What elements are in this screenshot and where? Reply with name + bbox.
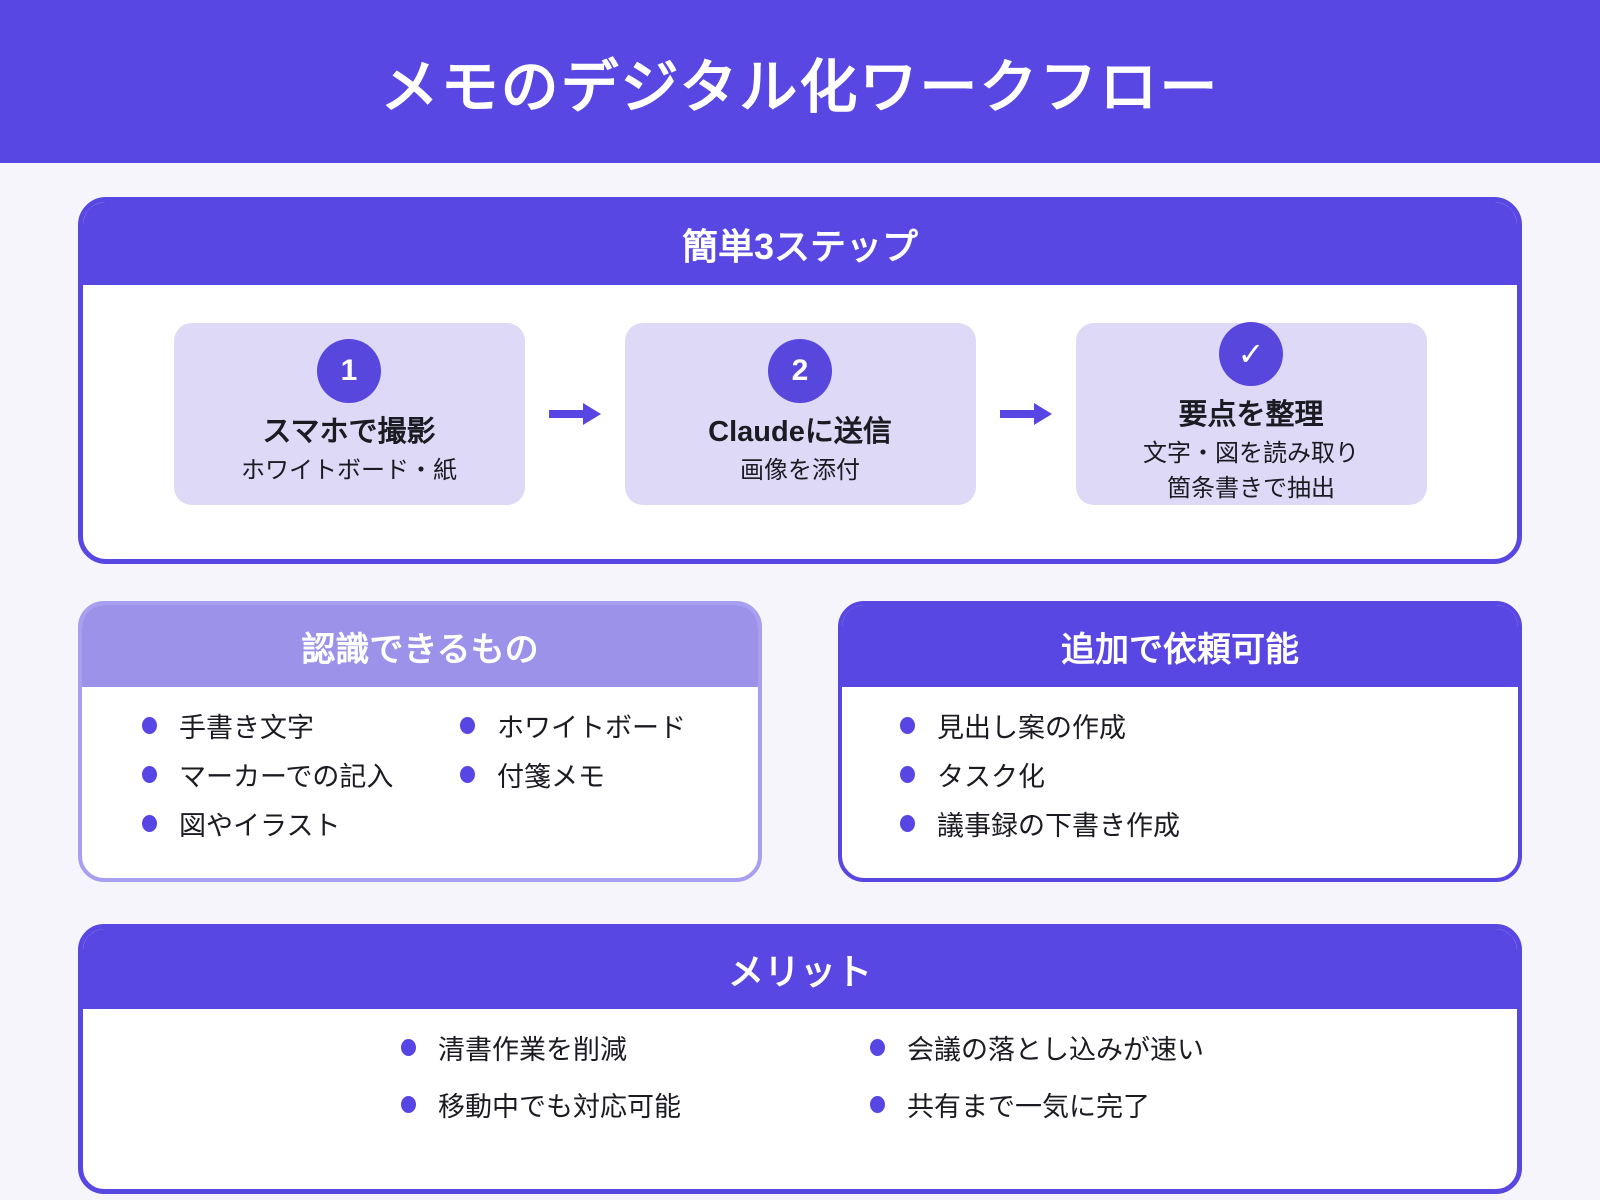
step-box-3: ✓ 要点を整理 文字・図を読み取り 箇条書きで抽出: [1075, 321, 1427, 505]
step-3-subtitle-line1: 文字・図を読み取り: [1143, 439, 1359, 467]
arrow-icon: [525, 399, 625, 429]
bullet-icon: [900, 766, 915, 783]
list-item: 共有まで一気に完了: [870, 1080, 1517, 1129]
check-icon: ✓: [1219, 321, 1283, 386]
benefits-card-body: 清書作業を削減 移動中でも対応可能 会議の落とし込みが速い 共有まで一気に完了: [83, 1009, 1517, 1189]
bullet-icon: [142, 766, 157, 783]
recognize-card-body: 手書き文字 マーカーでの記入 図やイラスト ホワイトボード: [82, 687, 758, 878]
list-item: 移動中でも対応可能: [401, 1080, 800, 1129]
list-item-label: 清書作業を削減: [438, 1035, 627, 1065]
step-1-title: スマホで撮影: [262, 415, 436, 448]
list-item: 清書作業を削減: [401, 1023, 800, 1072]
bullet-icon: [460, 766, 475, 783]
recognize-col-1: 手書き文字 マーカーでの記入 図やイラスト: [142, 701, 460, 848]
list-item: ホワイトボード: [460, 701, 718, 750]
list-item-label: 議事録の下書き作成: [937, 811, 1180, 841]
steps-card-title: 簡単3ステップ: [681, 225, 919, 267]
list-item-label: マーカーでの記入: [179, 762, 394, 792]
extras-card-title: 追加で依頼可能: [1061, 630, 1299, 669]
list-item-label: 見出し案の作成: [937, 713, 1126, 743]
list-item-label: タスク化: [937, 762, 1045, 792]
step-2-number-badge: 2: [768, 338, 832, 403]
list-item: 手書き文字: [142, 701, 460, 750]
benefits-card-title: メリット: [727, 951, 872, 992]
benefits-col-2: 会議の落とし込みが速い 共有まで一気に完了: [800, 1023, 1517, 1137]
list-item-label: 共有まで一気に完了: [907, 1092, 1150, 1122]
extras-card: 追加で依頼可能 見出し案の作成 タスク化 議事録の下書き作成: [838, 601, 1522, 882]
list-item: 図やイラスト: [142, 799, 460, 848]
extras-card-body: 見出し案の作成 タスク化 議事録の下書き作成: [842, 687, 1518, 878]
step-1-number-badge: 1: [317, 338, 381, 403]
content-area: 簡単3ステップ 1 スマホで撮影 ホワイトボード・紙 2 Claudeに送信 画…: [78, 197, 1522, 1194]
bullet-icon: [870, 1039, 885, 1056]
extras-card-header: 追加で依頼可能: [842, 605, 1518, 687]
list-item: 議事録の下書き作成: [900, 799, 1478, 848]
bullet-icon: [142, 815, 157, 832]
bullet-icon: [142, 717, 157, 734]
recognize-card: 認識できるもの 手書き文字 マーカーでの記入 図やイラスト: [78, 601, 762, 882]
step-1-subtitle: ホワイトボード・紙: [241, 457, 457, 485]
bullet-icon: [870, 1096, 885, 1113]
list-item: タスク化: [900, 750, 1478, 799]
list-item-label: 図やイラスト: [179, 811, 341, 841]
list-item-label: 付箋メモ: [497, 762, 605, 792]
recognize-col-2: ホワイトボード 付箋メモ: [460, 701, 718, 848]
step-2-title: Claudeに送信: [708, 415, 892, 448]
bullet-icon: [900, 717, 915, 734]
arrow-icon: [976, 399, 1076, 429]
bullet-icon: [401, 1039, 416, 1056]
step-box-2: 2 Claudeに送信 画像を添付: [624, 323, 976, 505]
benefits-card-header: メリット: [83, 929, 1517, 1009]
step-2-subtitle: 画像を添付: [740, 457, 860, 485]
step-box-1: 1 スマホで撮影 ホワイトボード・紙: [173, 323, 525, 505]
steps-body: 1 スマホで撮影 ホワイトボード・紙 2 Claudeに送信 画像を添付: [83, 285, 1517, 559]
list-item: 付箋メモ: [460, 750, 718, 799]
recognize-card-title: 認識できるもの: [301, 630, 539, 669]
bullet-icon: [460, 717, 475, 734]
list-item-label: ホワイトボード: [497, 713, 686, 743]
header-banner: メモのデジタル化ワークフロー: [0, 0, 1600, 163]
list-item-label: 会議の落とし込みが速い: [907, 1035, 1204, 1065]
bullet-icon: [900, 815, 915, 832]
step-3-subtitle-line2: 箇条書きで抽出: [1167, 474, 1335, 502]
page-title: メモのデジタル化ワークフロー: [380, 54, 1220, 120]
bullet-icon: [401, 1096, 416, 1113]
steps-card: 簡単3ステップ 1 スマホで撮影 ホワイトボード・紙 2 Claudeに送信 画…: [78, 197, 1522, 564]
list-item: マーカーでの記入: [142, 750, 460, 799]
benefits-card: メリット 清書作業を削減 移動中でも対応可能 会議の落とし込みが速い: [78, 924, 1522, 1194]
list-item: 会議の落とし込みが速い: [870, 1023, 1517, 1072]
step-3-title: 要点を整理: [1178, 398, 1324, 431]
steps-card-header: 簡単3ステップ: [83, 202, 1517, 285]
benefits-col-1: 清書作業を削減 移動中でも対応可能: [83, 1023, 800, 1137]
list-item-label: 移動中でも対応可能: [438, 1092, 681, 1122]
list-item-label: 手書き文字: [179, 713, 314, 743]
list-item: 見出し案の作成: [900, 701, 1478, 750]
middle-row: 認識できるもの 手書き文字 マーカーでの記入 図やイラスト: [78, 601, 1522, 882]
recognize-card-header: 認識できるもの: [82, 605, 758, 687]
